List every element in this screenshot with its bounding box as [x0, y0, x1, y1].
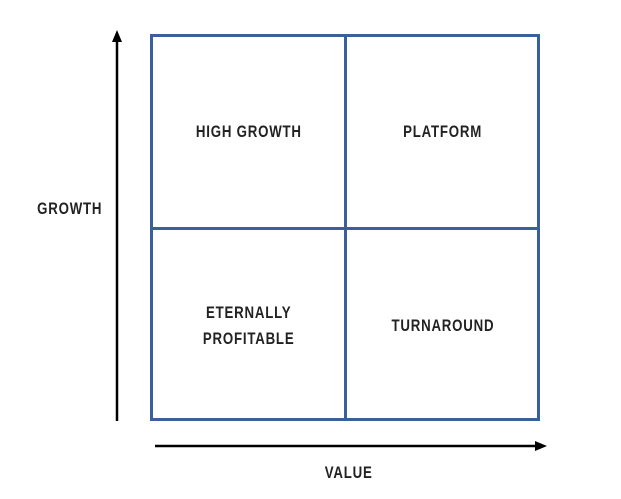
quadrant-grid: HIGH GROWTH PLATFORM ETERNALLY PROFITABLE…	[150, 34, 540, 421]
quadrant-eternally-profitable: ETERNALLY PROFITABLE	[153, 231, 345, 421]
quadrant-label: PLATFORM	[403, 122, 483, 141]
quadrant-label: ETERNALLY PROFITABLE	[203, 300, 295, 352]
x-arrowhead-icon	[535, 441, 547, 451]
quadrant-label-line2: PROFITABLE	[203, 329, 295, 348]
quadrant-label: HIGH GROWTH	[196, 122, 302, 141]
quadrant-turnaround: TURNAROUND	[347, 231, 539, 421]
y-arrowhead-icon	[112, 30, 122, 42]
horizontal-divider	[153, 227, 537, 230]
quadrant-label: TURNAROUND	[391, 316, 495, 335]
quadrant-high-growth: HIGH GROWTH	[153, 37, 345, 227]
y-axis-label: GROWTH	[37, 199, 103, 218]
quadrant-label-line1: ETERNALLY	[206, 303, 292, 322]
quadrant-platform: PLATFORM	[347, 37, 539, 227]
x-axis-label: VALUE	[324, 463, 373, 482]
